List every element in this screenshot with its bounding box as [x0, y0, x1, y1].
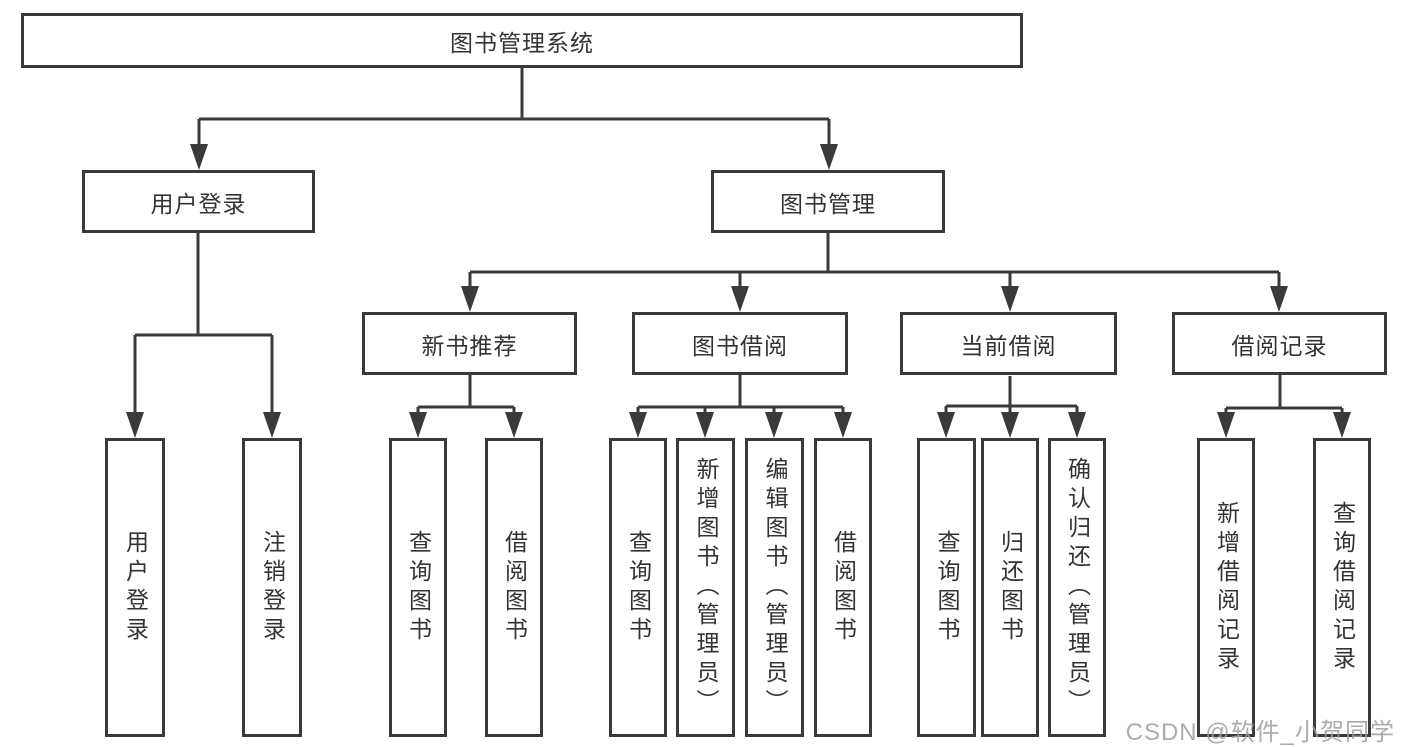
leaf-edit-book-admin-label: 编辑图书（管理员） — [762, 457, 788, 718]
watermark: CSDN @软件_小贺同学 — [1125, 719, 1395, 746]
leaf-borrow-books-borrow-label: 借阅图书 — [830, 529, 857, 646]
node-book-management: 图书管理 — [711, 170, 945, 233]
leaf-confirm-return-admin: 确认归还（管理员） — [1048, 438, 1106, 737]
leaf-return-book-label: 归还图书 — [997, 529, 1024, 646]
leaf-query-books-current: 查询图书 — [917, 438, 976, 737]
node-user-login: 用户登录 — [82, 170, 315, 233]
node-book-borrowing-label: 图书借阅 — [692, 332, 788, 359]
node-current-borrowing-label: 当前借阅 — [960, 332, 1057, 359]
node-new-book-recommendation-label: 新书推荐 — [421, 332, 518, 359]
connector-root-to-level2 — [197, 68, 831, 146]
connector-new-book-to-leaves — [416, 375, 516, 413]
connector-borrow-record-to-leaves — [1224, 374, 1344, 413]
leaf-query-books-borrow: 查询图书 — [609, 438, 667, 737]
leaf-borrow-books-recommend-label: 借阅图书 — [501, 529, 528, 646]
leaf-user-login: 用户登录 — [105, 438, 165, 737]
leaf-add-borrow-record-label: 新增借阅记录 — [1213, 500, 1240, 675]
node-borrowing-records-label: 借阅记录 — [1231, 332, 1328, 359]
connector-book-borrow-to-leaves — [636, 375, 845, 413]
leaf-query-books-recommend: 查询图书 — [389, 438, 447, 737]
node-library-management-system: 图书管理系统 — [21, 13, 1023, 68]
leaf-query-books-recommend-label: 查询图书 — [405, 529, 432, 646]
node-library-management-system-label: 图书管理系统 — [450, 29, 594, 56]
leaf-query-books-borrow-label: 查询图书 — [625, 529, 652, 646]
leaf-user-login-label: 用户登录 — [122, 529, 149, 646]
node-book-borrowing: 图书借阅 — [632, 312, 848, 375]
leaf-confirm-return-admin-label: 确认归还（管理员） — [1064, 457, 1091, 718]
node-borrowing-records: 借阅记录 — [1172, 312, 1387, 375]
connector-user-login-to-leaves — [133, 233, 274, 413]
leaf-query-borrow-record: 查询借阅记录 — [1313, 438, 1371, 737]
leaf-query-borrow-record-label: 查询借阅记录 — [1329, 500, 1356, 675]
leaf-query-books-current-label: 查询图书 — [934, 529, 960, 646]
connector-current-borrow-to-leaves — [944, 376, 1079, 413]
arrowheads — [126, 144, 1351, 438]
node-book-management-label: 图书管理 — [780, 190, 876, 217]
leaf-borrow-books-borrow: 借阅图书 — [814, 438, 872, 737]
leaf-edit-book-admin: 编辑图书（管理员） — [745, 438, 804, 737]
node-new-book-recommendation: 新书推荐 — [362, 312, 577, 375]
leaf-add-book-admin: 新增图书（管理员） — [676, 438, 735, 737]
node-current-borrowing: 当前借阅 — [900, 312, 1117, 375]
leaf-return-book: 归还图书 — [981, 438, 1039, 737]
leaf-borrow-books-recommend: 借阅图书 — [485, 438, 543, 737]
leaf-add-borrow-record: 新增借阅记录 — [1197, 438, 1255, 737]
leaf-logout: 注销登录 — [242, 438, 302, 737]
connector-book-management-to-level3 — [468, 233, 1281, 288]
leaf-logout-label: 注销登录 — [259, 529, 286, 646]
node-user-login-label: 用户登录 — [150, 190, 247, 217]
leaf-add-book-admin-label: 新增图书（管理员） — [693, 457, 719, 718]
